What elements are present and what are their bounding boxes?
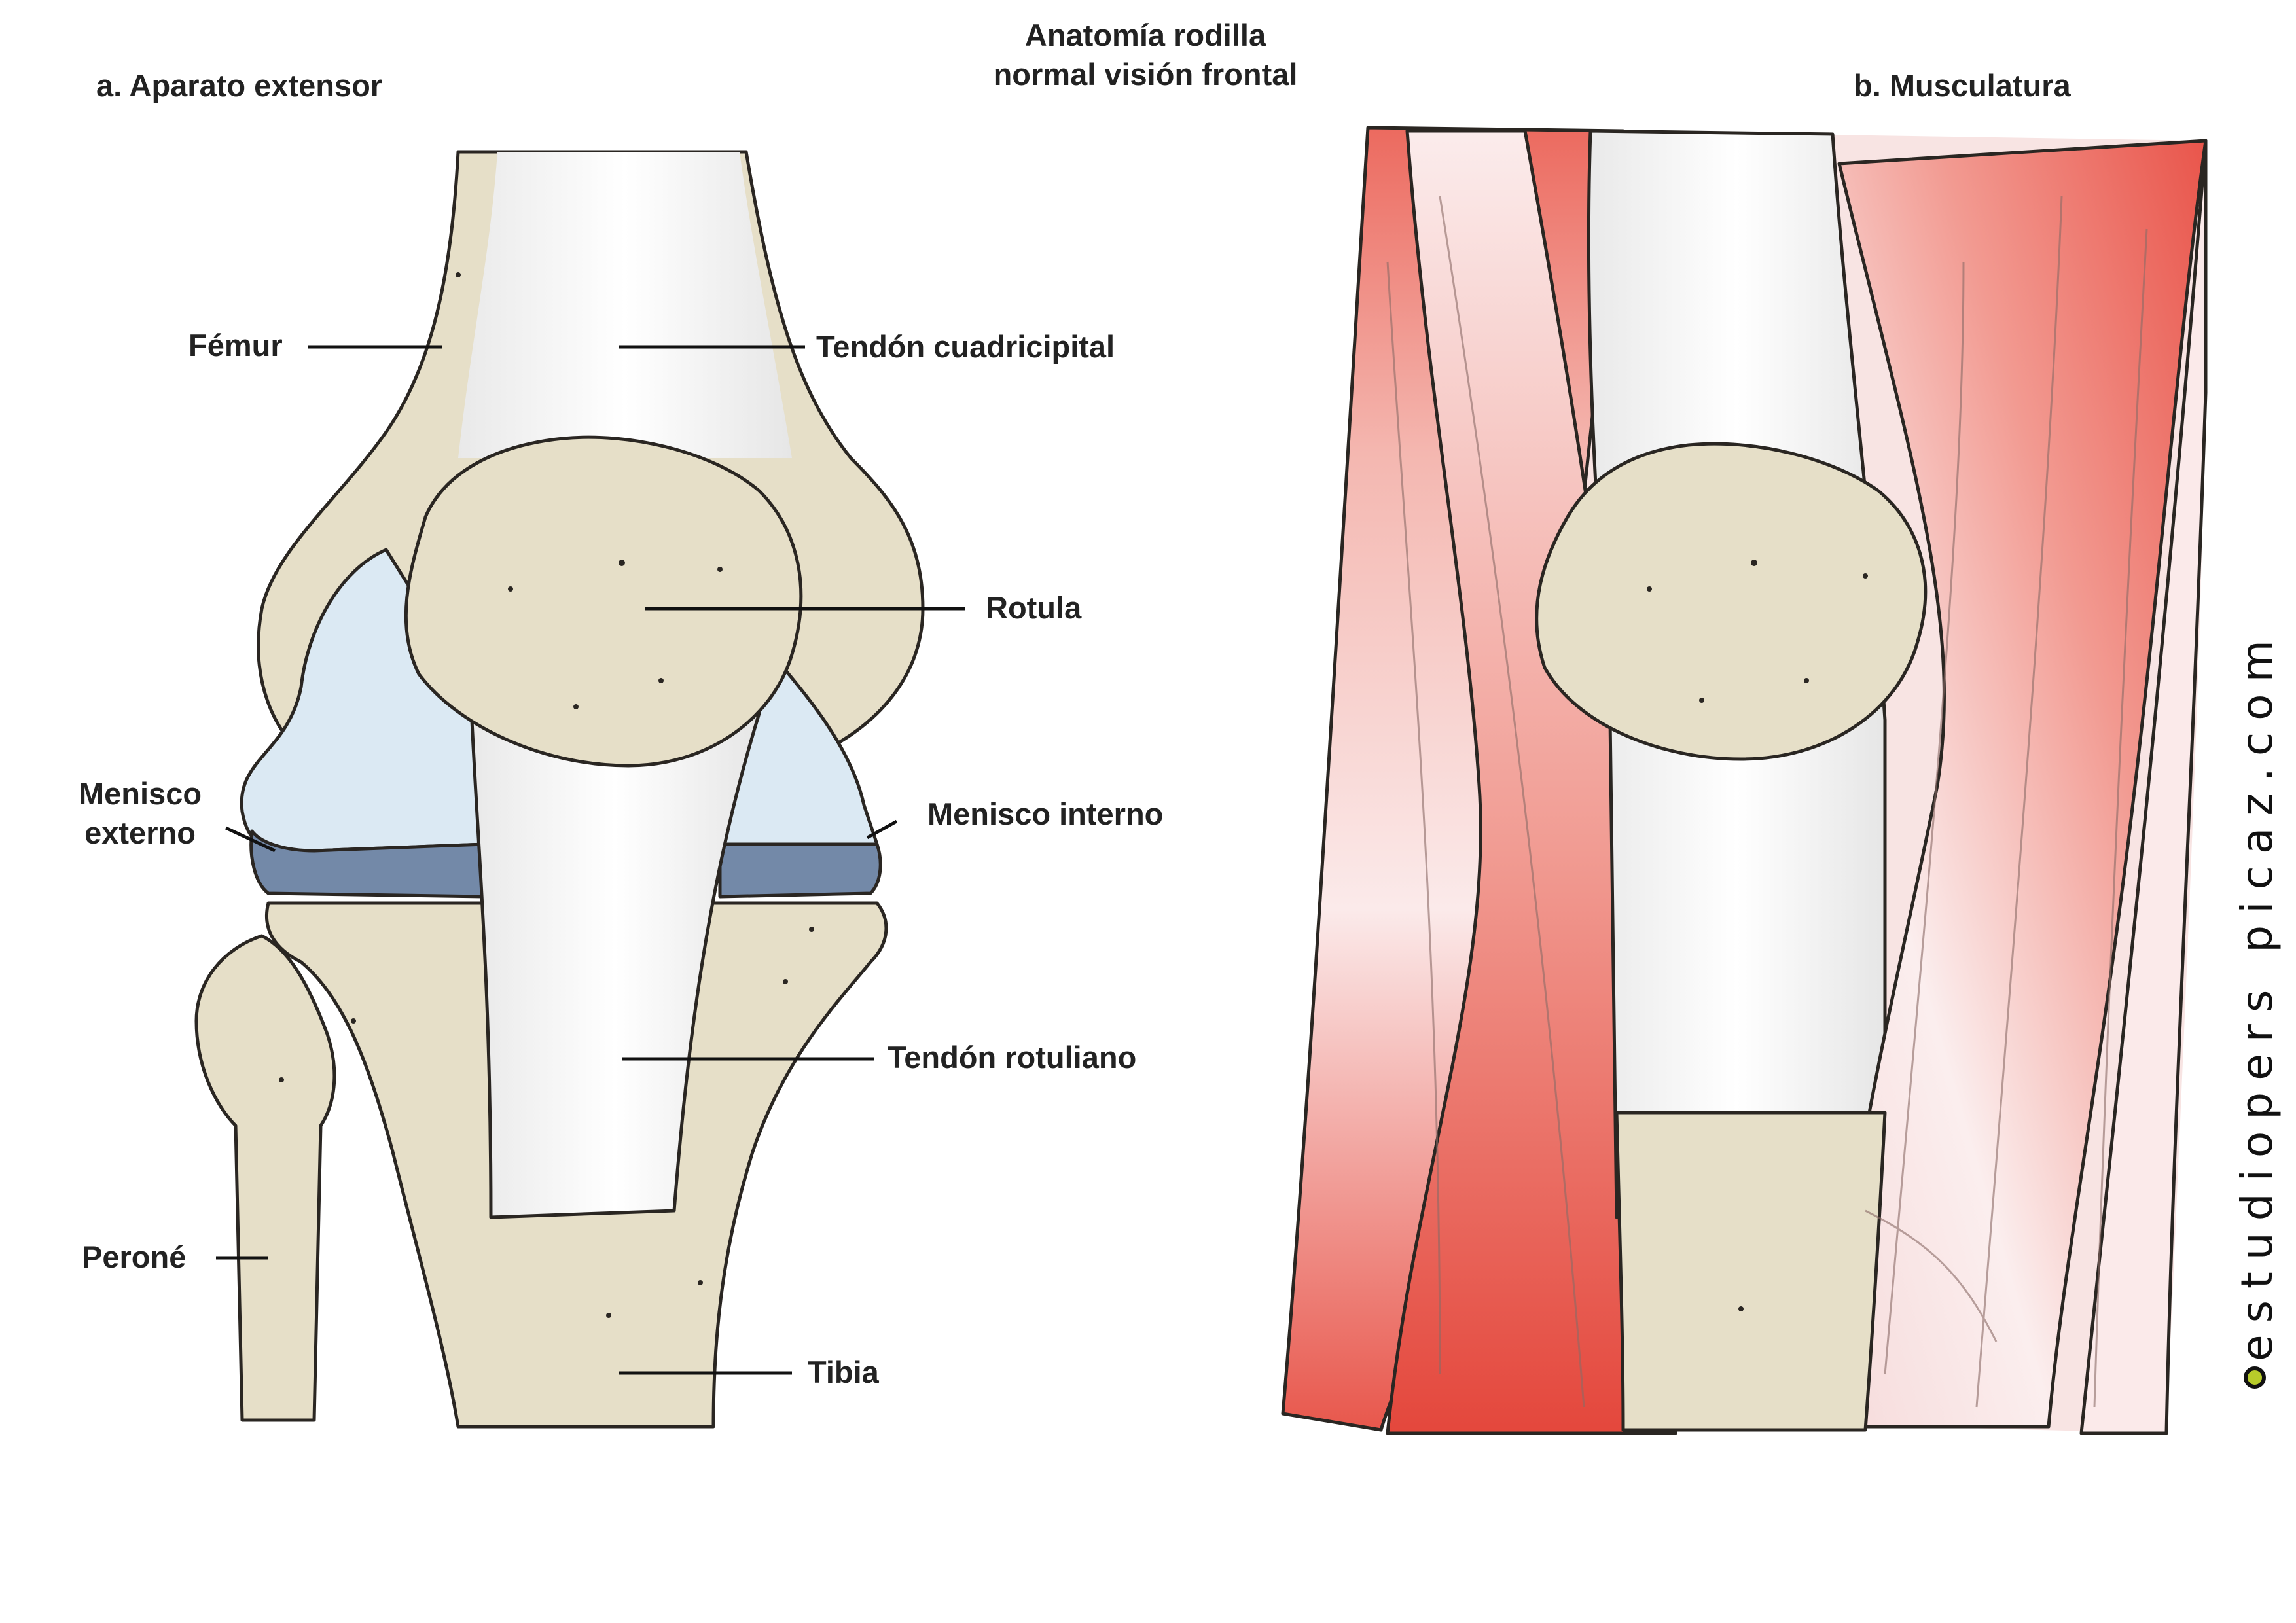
label-menisco-externo: Menisco externo — [79, 774, 202, 852]
medial-meniscus — [718, 842, 882, 899]
medial-muscle-band — [1824, 139, 2208, 1429]
quadriceps-tendon — [458, 152, 792, 458]
label-tendon-cuadricipital: Tendón cuadricipital — [816, 329, 1115, 364]
title-line-1: Anatomía rodilla — [1024, 18, 1266, 52]
panel-b-fiber-lines — [1386, 196, 2148, 1408]
title-line-2: normal visión frontal — [993, 56, 1298, 92]
label-perone: Peroné — [82, 1240, 187, 1274]
panel-b-texture — [1647, 560, 1868, 1311]
patellar-tendon — [469, 705, 761, 1219]
panel-b-heading: b. Musculatura — [1854, 68, 2071, 103]
label-menisco-externo-line-1: Menisco — [79, 776, 202, 811]
label-rotula: Rotula — [986, 590, 1082, 625]
panel-a-heading: a. Aparato extensor — [96, 68, 383, 103]
label-menisco-interno: Menisco interno — [927, 796, 1164, 831]
label-femur: Fémur — [188, 328, 283, 363]
page-title: Anatomía rodilla normal visión frontal — [982, 16, 1309, 94]
label-menisco-externo-line-2: externo — [84, 815, 196, 850]
tibia-base — [1615, 1111, 1887, 1432]
fibula-bone — [194, 934, 336, 1422]
watermark-text: estudiopers picaz.com — [2232, 628, 2282, 1361]
watermark-dot-icon — [2244, 1366, 2266, 1389]
panel-a-drawing — [194, 150, 925, 1429]
label-tendon-rotuliano: Tendón rotuliano — [888, 1040, 1137, 1075]
panel-b-drawing — [1281, 126, 2208, 1435]
patella-bone — [404, 435, 803, 768]
label-tibia: Tibia — [808, 1355, 879, 1389]
panel-a-texture — [279, 272, 814, 1318]
patella-b — [1535, 442, 1928, 761]
panel-a-leader-lines — [216, 345, 965, 1375]
medial-edge-band — [2079, 139, 2208, 1435]
